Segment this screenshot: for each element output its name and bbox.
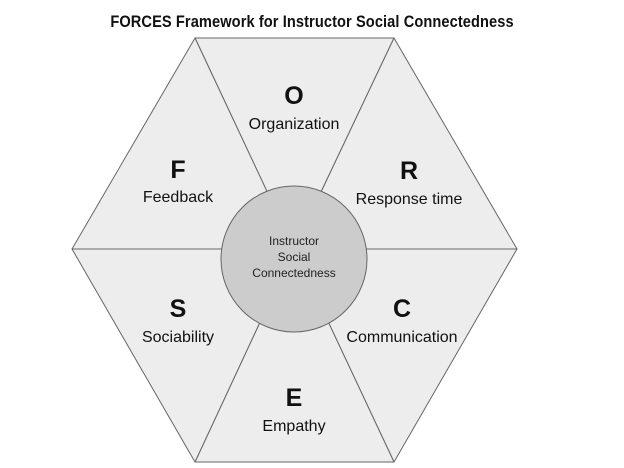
letter-f: F <box>170 156 185 184</box>
label-sociability: Sociability <box>142 329 214 346</box>
center-label-line-1: Instructor <box>269 234 319 248</box>
segment-feedback <box>71 37 295 250</box>
label-empathy: Empathy <box>262 418 325 435</box>
label-communication: Communication <box>346 329 457 346</box>
letter-r: R <box>400 157 418 185</box>
letter-o: O <box>284 82 303 110</box>
center-label-line-3: Connectedness <box>252 266 335 280</box>
letter-e: E <box>286 384 303 412</box>
center-circle <box>220 185 368 333</box>
center-label-line-2: Social <box>278 250 311 264</box>
diagram-title: FORCES Framework for Instructor Social C… <box>110 12 514 31</box>
label-response-time: Response time <box>356 191 463 208</box>
letter-c: C <box>393 295 411 323</box>
letter-s: S <box>170 295 187 323</box>
label-organization: Organization <box>249 116 340 133</box>
label-feedback: Feedback <box>143 189 214 206</box>
